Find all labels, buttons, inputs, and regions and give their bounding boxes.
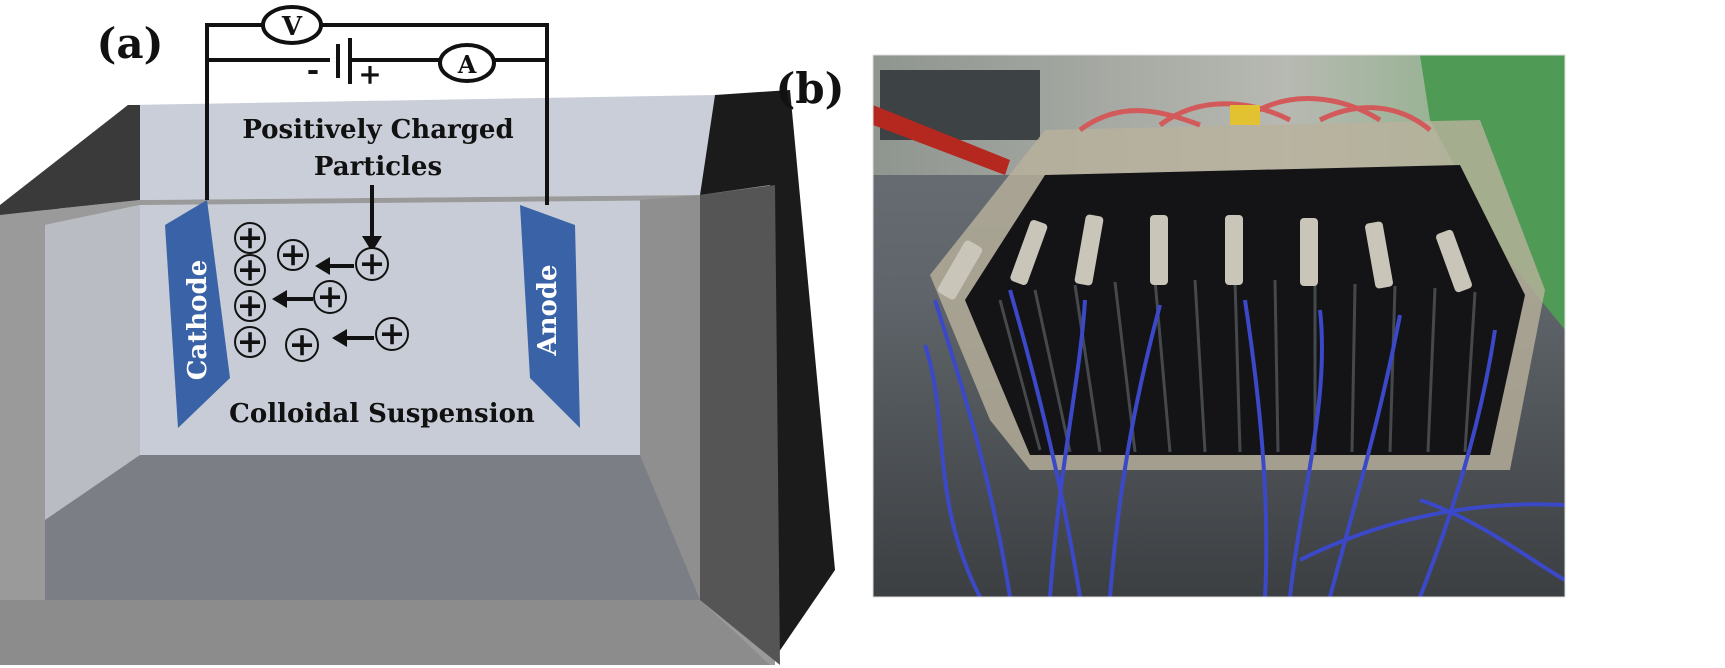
anode-electrode: Anode <box>520 205 580 428</box>
tank-bottom-band <box>0 600 770 665</box>
voltmeter-label: V <box>281 12 303 42</box>
svg-text:+: + <box>379 314 406 352</box>
particles-label-line2: Particles <box>314 152 442 182</box>
particle: + <box>375 314 409 352</box>
voltmeter: V <box>261 5 323 45</box>
particle: + <box>234 250 266 288</box>
tank-rim-highlight <box>0 105 140 215</box>
svg-text:+: + <box>280 235 307 273</box>
motion-arrow <box>332 329 374 347</box>
battery-negative-sign: - <box>307 53 319 88</box>
wire-top-right <box>318 23 549 205</box>
cathode-label: Cathode <box>183 260 213 381</box>
photo-blue-wires <box>923 289 1565 597</box>
anode-label: Anode <box>533 264 563 356</box>
photo-clips <box>937 214 1472 300</box>
svg-text:+: + <box>317 277 344 315</box>
motion-arrow <box>315 257 354 275</box>
svg-text:+: + <box>359 244 386 282</box>
panel-b: (b) <box>775 54 1566 598</box>
ammeter-circle <box>438 43 496 83</box>
svg-text:+: + <box>237 218 264 256</box>
particle: + <box>277 235 309 273</box>
svg-text:+: + <box>237 286 264 324</box>
device-photo <box>872 54 1566 598</box>
particle: + <box>355 244 389 282</box>
svg-text:+: + <box>237 322 264 360</box>
particle: + <box>285 325 319 363</box>
particle: + <box>234 218 266 256</box>
panel-b-label: (b) <box>775 64 844 113</box>
svg-text:+: + <box>237 250 264 288</box>
photo-top-wires <box>1078 96 1432 133</box>
tank-left-inner <box>45 205 140 520</box>
battery-positive-sign: + <box>358 58 381 91</box>
particles-label-line1: Positively Charged <box>242 115 513 145</box>
tank-back-liquid <box>128 95 715 200</box>
ammeter: A <box>438 43 496 83</box>
particle: + <box>234 322 266 360</box>
suspension-label: Colloidal Suspension <box>229 399 535 429</box>
cathode-electrode: Cathode <box>165 200 230 428</box>
voltmeter-circle <box>261 5 323 45</box>
photo-red-probe <box>873 105 1010 175</box>
panel-a: V A - + (a) Positively Charged Particles… <box>0 5 835 665</box>
panel-a-label: (a) <box>97 19 164 68</box>
circuit <box>205 23 549 205</box>
particles-pointer-arrow <box>362 185 382 252</box>
anode-plate <box>520 205 580 428</box>
motion-arrows <box>272 257 374 347</box>
svg-text:+: + <box>289 325 316 363</box>
wire-left <box>205 23 268 200</box>
photo-yellow-clip <box>1230 105 1260 125</box>
photo-border <box>872 54 1566 598</box>
tank-floor <box>45 455 700 600</box>
particle: + <box>313 277 347 315</box>
particles: + + + + + + + + + <box>234 218 409 363</box>
particle: + <box>234 286 266 324</box>
cathode-plate <box>165 200 230 428</box>
tank-right-pillar <box>700 185 780 665</box>
photo-plate-lines <box>998 279 1477 453</box>
motion-arrow <box>272 290 313 308</box>
ammeter-label: A <box>457 50 477 79</box>
